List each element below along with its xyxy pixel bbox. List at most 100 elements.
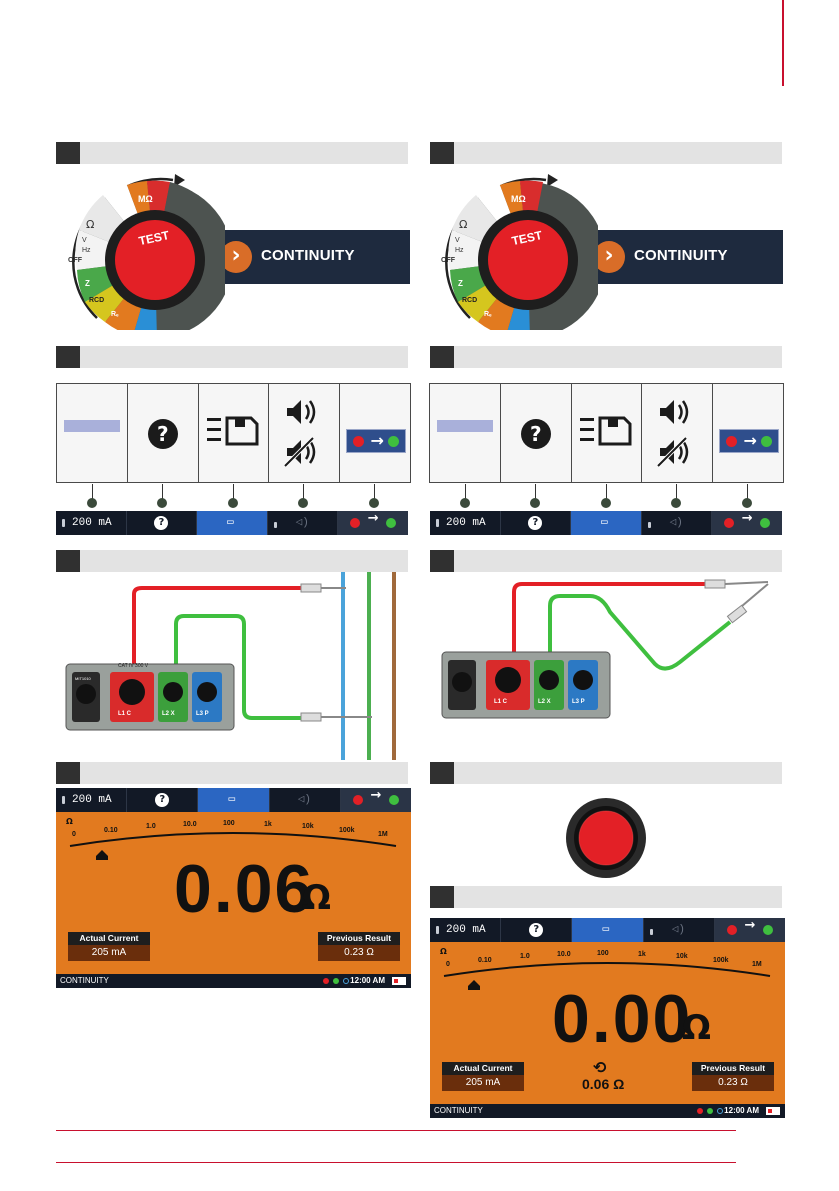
battery-icon — [392, 977, 406, 985]
svg-text:L2 X: L2 X — [538, 699, 551, 705]
svg-text:MIT1010: MIT1010 — [75, 676, 92, 681]
buzzer-key[interactable]: ◁) — [644, 918, 715, 942]
help-key[interactable]: ? — [501, 918, 573, 942]
save-key[interactable]: ▭ — [571, 511, 642, 535]
buzzer-key[interactable]: ◁) — [642, 511, 713, 535]
previous-result-value: 0.23 Ω — [692, 1075, 774, 1091]
svg-text:OFF: OFF — [68, 257, 83, 264]
save-key[interactable]: ▭ — [197, 511, 268, 535]
help-key[interactable]: ? — [501, 511, 572, 535]
main-reading: 0.06 — [174, 851, 315, 927]
page-edge-marker — [782, 0, 784, 86]
test-button[interactable] — [564, 796, 648, 880]
test-current-value: 200 mA — [446, 517, 486, 529]
help-icon: ? — [528, 516, 543, 530]
save-icon: ▭ — [600, 517, 608, 529]
softkey-current[interactable] — [430, 384, 501, 482]
buzzer-key[interactable]: ◁) — [270, 788, 341, 812]
softkey-current[interactable] — [57, 384, 128, 482]
softkey-bar-right: 200 mA ? ▭ ◁) → — [430, 511, 782, 535]
scale-tick-label: 1M — [378, 831, 388, 838]
softkey-help[interactable]: ? — [128, 384, 199, 482]
save-icon: ▭ — [226, 517, 234, 529]
scale-tick-label: 1M — [752, 961, 762, 968]
speaker-muted-icon: ◁) — [671, 924, 685, 936]
probe-null-key[interactable]: → — [340, 788, 412, 812]
status-led-red — [697, 1108, 703, 1114]
save-key[interactable]: ▭ — [198, 788, 270, 812]
save-icon — [579, 416, 632, 446]
status-led-red — [323, 978, 329, 984]
softkey-probe-null[interactable]: → — [713, 384, 783, 482]
previous-result-label: Previous Result — [692, 1062, 774, 1075]
scale-tick-label: 1k — [638, 951, 646, 958]
clock: 12:00 AM — [724, 1106, 759, 1115]
previous-result-box: Previous Result 0.23 Ω — [318, 932, 400, 961]
scale-tick-label: 1k — [264, 821, 272, 828]
softkey-leaders-left — [56, 484, 411, 510]
rotary-dial[interactable]: TEST Ω MΩ V Hz OFF Z RCD Rₑ — [428, 170, 598, 330]
scale-tick-label: 10.0 — [183, 821, 197, 828]
help-icon: ? — [154, 516, 169, 530]
help-icon: ? — [529, 923, 544, 937]
rotary-dial-panel-right: › CONTINUITY TEST Ω MΩ V Hz OFF Z RCD Rₑ — [428, 170, 783, 330]
softkey-help[interactable]: ? — [501, 384, 572, 482]
chevron-right-icon: › — [593, 241, 625, 273]
scale-tick-label: 100 — [223, 820, 235, 827]
step-header-4 — [430, 346, 782, 368]
step-marker — [430, 550, 454, 572]
scale-tick-label: 0 — [72, 831, 76, 838]
softkey-probe-null[interactable]: → — [340, 384, 410, 482]
test-current-key[interactable]: 200 mA — [430, 918, 502, 942]
status-led-blue — [717, 1108, 723, 1114]
help-icon: ? — [147, 419, 178, 449]
scale-tick-label: 10k — [302, 823, 314, 830]
svg-text:V: V — [455, 237, 460, 244]
rotary-dial-panel-left: › CONTINUITY TEST Ω MΩ V Hz OFF Z RCD Rₑ — [55, 170, 410, 330]
status-led-blue — [343, 978, 349, 984]
bottom-status-bar: CONTINUITY 12:00 AM — [56, 974, 411, 988]
step-header-5 — [56, 550, 408, 572]
test-current-key[interactable]: 200 mA — [56, 511, 127, 535]
speaker-icon — [656, 400, 689, 468]
svg-text:MΩ: MΩ — [138, 194, 153, 204]
softkey-buzzer[interactable] — [642, 384, 714, 482]
scale-tick-label: 100k — [713, 957, 729, 964]
probe-null-key[interactable]: → — [712, 511, 782, 535]
save-key[interactable]: ▭ — [572, 918, 644, 942]
buzzer-key[interactable]: ◁) — [268, 511, 339, 535]
probe-null-key[interactable]: → — [714, 918, 786, 942]
actual-current-label: Actual Current — [68, 932, 150, 945]
probe-null-icon: → — [346, 429, 407, 453]
softkey-bar-left: 200 mA ? ▭ ◁) → — [56, 511, 408, 535]
help-key[interactable]: ? — [127, 788, 199, 812]
mode-label: CONTINUITY — [60, 976, 109, 985]
softkey-save[interactable] — [572, 384, 643, 482]
svg-text:Hz: Hz — [455, 247, 464, 254]
help-key[interactable]: ? — [127, 511, 198, 535]
save-icon — [206, 416, 259, 446]
test-current-value: 200 mA — [72, 517, 112, 529]
svg-text:L3 P: L3 P — [196, 711, 209, 717]
scale-unit: Ω — [66, 817, 73, 826]
actual-current-value: 205 mA — [68, 945, 150, 961]
rotary-dial[interactable]: TEST Ω MΩ V Hz OFF Z RCD Rₑ — [55, 170, 225, 330]
probe-null-key[interactable]: → — [338, 511, 408, 535]
test-current-key[interactable]: 200 mA — [56, 788, 128, 812]
screen-softkey-bar: 200 mA ? ▭ ◁) → — [430, 918, 786, 942]
test-current-key[interactable]: 200 mA — [430, 511, 501, 535]
result-screen-left: 200 mA ? ▭ ◁) → Ω 0 0.10 1.0 10.0 100 1k… — [56, 788, 412, 988]
svg-text:Ω: Ω — [459, 218, 467, 231]
mode-label: CONTINUITY — [434, 1106, 483, 1115]
step-header-1 — [56, 142, 408, 164]
softkey-save[interactable] — [199, 384, 270, 482]
scale-tick-label: 100 — [597, 950, 609, 957]
actual-current-value: 205 mA — [442, 1075, 524, 1091]
softkey-buzzer[interactable] — [269, 384, 341, 482]
help-icon: ? — [520, 419, 551, 449]
screen-softkey-bar: 200 mA ? ▭ ◁) → — [56, 788, 412, 812]
scale-tick-label: 1.0 — [520, 953, 530, 960]
status-led-green — [707, 1108, 713, 1114]
save-icon: ▭ — [602, 924, 610, 936]
svg-text:Z: Z — [458, 279, 463, 288]
